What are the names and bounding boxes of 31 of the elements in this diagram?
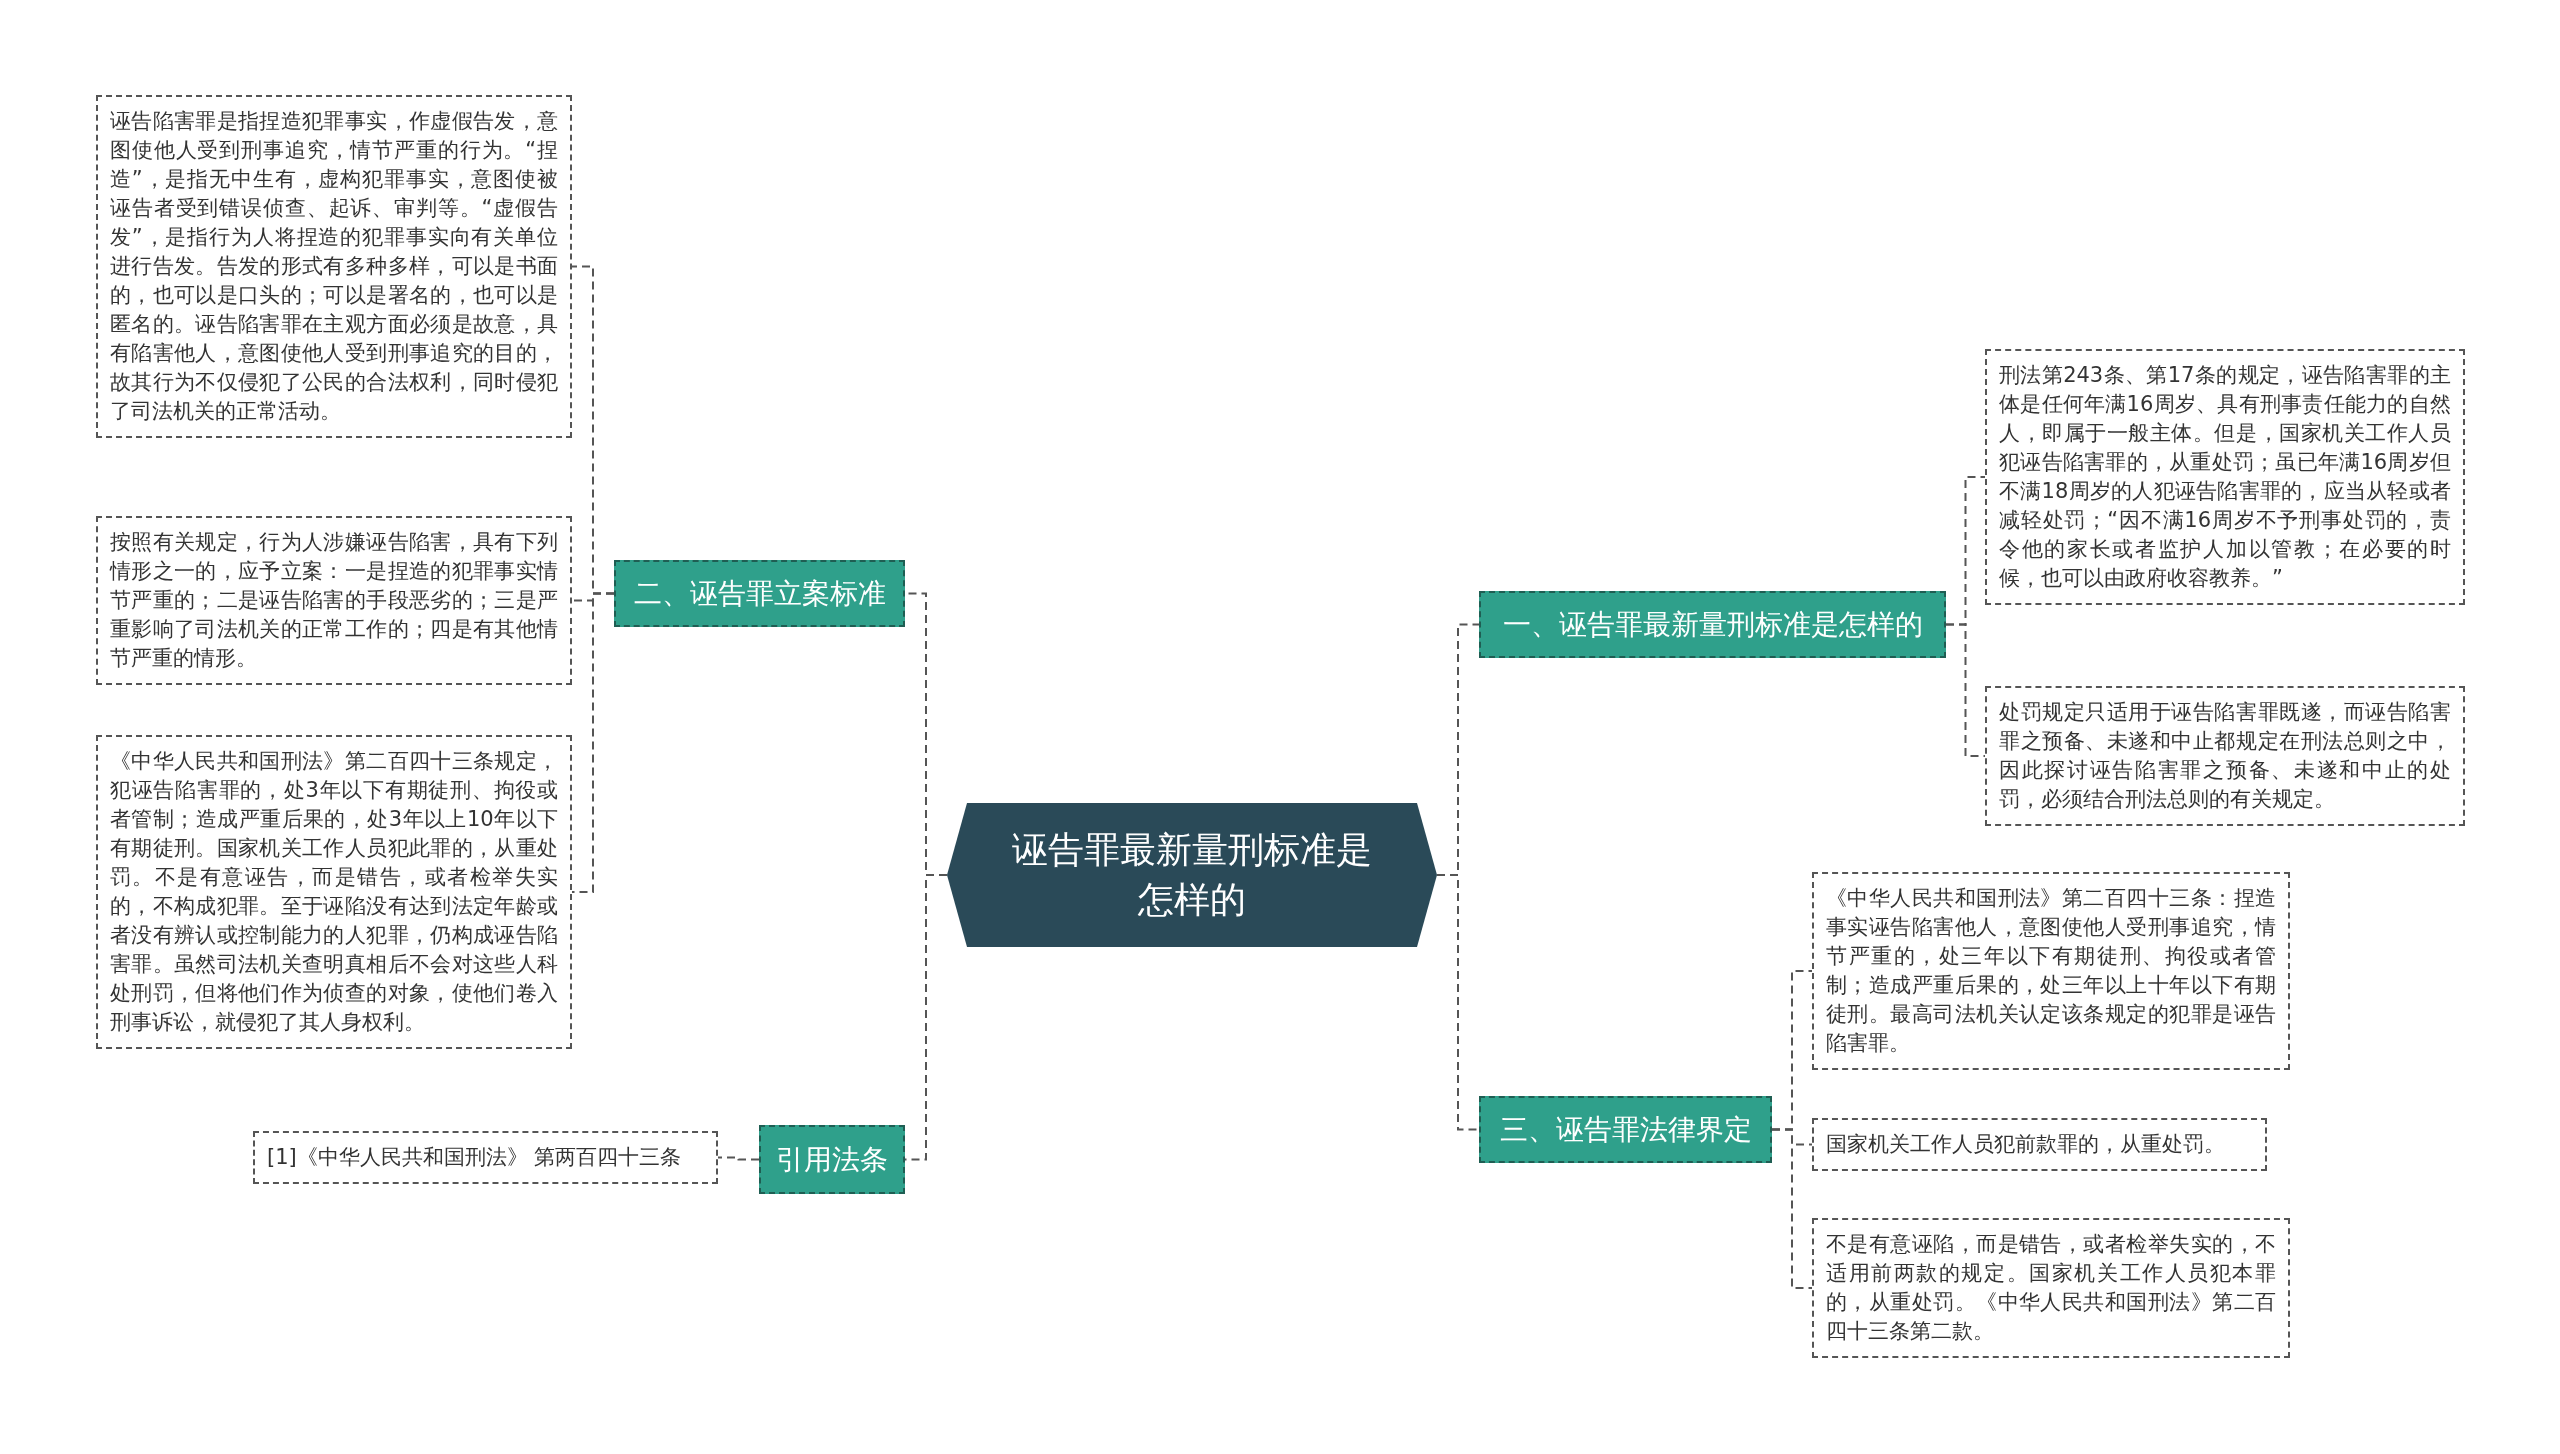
branch-topic bbox=[759, 1125, 905, 1194]
note-text: 《中华人民共和国刑法》第二百四十三条规定，犯诬告陷害罪的，处3年以下有期徒刑、拘役或者管制；造成严重后果的，处3年以上10年以下有期徒刑。国家机关工作人员犯此罪的，从重处罚。不是有意诬告，而是错告，或者检举失实的，不构成犯罪。至于诬陷没有达到法定年龄或者没有辨认或控制能力的人犯罪，仍构成诬告陷害罪。虽然司法机关查明真相后不会对这些人科处刑罚，但将他们作为侦查的对象，使他们卷入刑事诉讼，就侵犯了其人身权利。 bbox=[110, 749, 558, 1034]
note-text: 刑法第243条、第17条的规定，诬告陷害罪的主体是任何年满16周岁、具有刑事责任能力的自然人，即属于一般主体。但是，国家机关工作人员犯诬告陷害罪的，从重处罚；虽已年满16周岁但不满18周岁的人犯诬告陷害罪的，应当从轻或者减轻处罚；“因不满16周岁不予刑事处罚的，责令他的家长或者监护人加以管教；在必要的时候，也可以由政府收容教养。” bbox=[1999, 363, 2451, 590]
central-topic bbox=[947, 803, 1437, 947]
branch-topic bbox=[614, 560, 905, 627]
branch-title: 引用法条 bbox=[776, 1141, 888, 1178]
note-text: 处罚规定只适用于诬告陷害罪既遂，而诬告陷害罪之预备、未遂和中止都规定在刑法总则之中，因此探讨诬告陷害罪之预备、未遂和中止的处罚，必须结合刑法总则的有关规定。 bbox=[1999, 700, 2451, 811]
note-box bbox=[1812, 872, 2290, 1070]
topic-title: 诬告罪最新量刑标准是怎样的 bbox=[1011, 828, 1373, 922]
note-text: 不是有意诬陷，而是错告，或者检举失实的，不适用前两款的规定。国家机关工作人员犯本罪的，从重处罚。《中华人民共和国刑法》第二百四十三条第二款。 bbox=[1826, 1232, 2276, 1343]
connector bbox=[1771, 1128, 1813, 1289]
note-box bbox=[253, 1131, 718, 1184]
note-box bbox=[1985, 349, 2465, 605]
note-text: 按照有关规定，行为人涉嫌诬告陷害，具有下列情形之一的，应予立案：一是捏造的犯罪事实情节严重的；二是诬告陷害的手段恶劣的；三是严重影响了司法机关的正常工作的；四是有其他情节严重的情形。 bbox=[110, 530, 558, 670]
branch-topic bbox=[1479, 591, 1946, 658]
note-box bbox=[1812, 1118, 2267, 1171]
connector bbox=[571, 592, 615, 893]
note-text: [1]《中华人民共和国刑法》 第两百四十三条 bbox=[267, 1145, 682, 1169]
connector bbox=[717, 1156, 760, 1161]
branch-topic bbox=[1479, 1096, 1772, 1163]
note-text: 《中华人民共和国刑法》第二百四十三条：捏造事实诬告陷害他人，意图使他人受刑事追究，情节严重的，处三年以下有期徒刑、拘役或者管制；造成严重后果的，处三年以上十年以下有期徒刑。最高司法机关认定该条规定的犯罪是诬告陷害罪。 bbox=[1826, 886, 2276, 1055]
note-box bbox=[1985, 686, 2465, 826]
connector bbox=[1436, 874, 1480, 1131]
note-text: 诬告陷害罪是指捏造犯罪事实，作虚假告发，意图使他人受到刑事追究，情节严重的行为。“捏造”，是指无中生有，虚构犯罪事实，意图使被诬告者受到错误侦查、起诉、审判等。“虚假告发”，是指行为人将捏造的犯罪事实向有关单位进行告发。告发的形式有多种多样，可以是书面的，也可以是口头的；可以是署名的，也可以是匿名的。诬告陷害罪在主观方面必须是故意，具有陷害他人，意图使他人受到刑事追究的目的，故其行为不仅侵犯了公民的合法权利，同时侵犯了司法机关的正常活动。 bbox=[110, 109, 558, 423]
branch-title: 二、诬告罪立案标准 bbox=[633, 575, 886, 612]
note-box bbox=[1812, 1218, 2290, 1358]
note-box bbox=[96, 516, 572, 685]
branch-title: 三、诬告罪法律界定 bbox=[1499, 1111, 1752, 1148]
note-text: 国家机关工作人员犯前款罪的，从重处罚。 bbox=[1826, 1132, 2225, 1156]
connector bbox=[1945, 623, 1986, 757]
branch-title: 一、诬告罪最新量刑标准是怎样的 bbox=[1502, 606, 1923, 643]
